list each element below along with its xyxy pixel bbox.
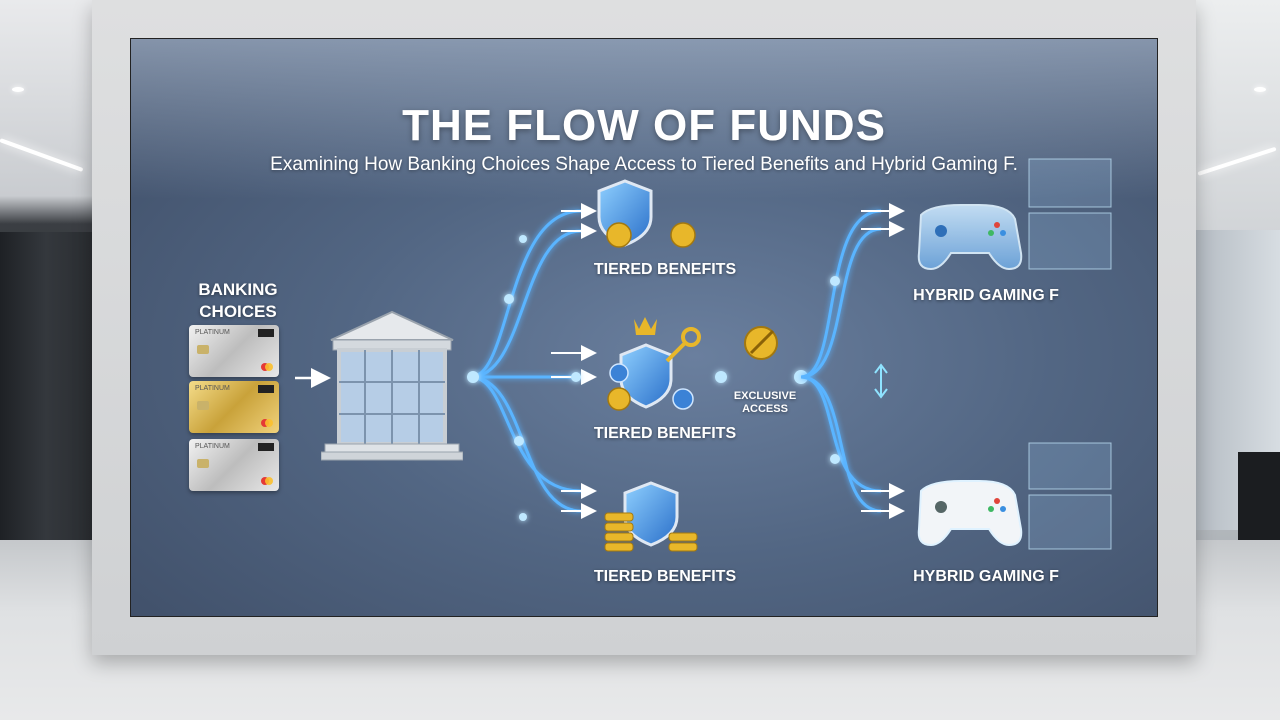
gaming-arrows [861, 203, 905, 519]
tiered-benefits-label: TIERED BENEFITS [593, 568, 737, 585]
card-network-icon [261, 363, 273, 371]
shield-coin-icon [597, 179, 696, 248]
tiered-benefits-label: TIERED BENEFITS [593, 425, 737, 442]
left-doors [0, 232, 92, 552]
chip-icon [197, 345, 209, 354]
hud-panels [1028, 158, 1112, 550]
card-name: PLATINUM [195, 443, 230, 450]
tiered-benefits-label: TIERED BENEFITS [593, 261, 737, 278]
spotlight [1254, 87, 1266, 92]
key-coin-icon [744, 326, 778, 360]
crown-key-shield-icon [607, 317, 701, 411]
bank-flow-lines [470, 209, 586, 513]
hybrid-gaming-label: HYBRID GAMING F [913, 287, 1059, 304]
flow-diagram [295, 158, 1112, 552]
game-controller-icon [917, 204, 1023, 271]
benefit-arrows [551, 203, 597, 519]
diagram-subtitle: Examining How Banking Choices Shape Acce… [270, 154, 1018, 175]
card-network-icon [261, 477, 273, 485]
display-screen: THE FLOW OF FUNDS Examining How Banking … [130, 38, 1158, 617]
credit-card: PLATINUM [189, 381, 279, 433]
card-name: PLATINUM [195, 329, 230, 336]
chip-icon [197, 401, 209, 410]
game-controller-icon [917, 480, 1023, 547]
hybrid-gaming-label: HYBRID GAMING F [913, 568, 1059, 585]
diagram-title: THE FLOW OF FUNDS [402, 101, 886, 150]
card-name: PLATINUM [195, 385, 230, 392]
credit-card: PLATINUM [189, 439, 279, 491]
spotlight [12, 87, 24, 92]
bank-building-icon [321, 310, 463, 461]
credit-card: PLATINUM [189, 325, 279, 377]
reception-desk [1238, 452, 1280, 552]
banking-choices-label: BANKING CHOICES [198, 280, 278, 321]
up-down-arrow-icon [874, 363, 888, 399]
gaming-flow-lines [800, 209, 882, 513]
exclusive-access-label: EXCLUSIVE ACCESS [733, 390, 797, 415]
chip-icon [197, 459, 209, 468]
card-network-icon [261, 419, 273, 427]
flow-nodes [467, 235, 581, 521]
shield-coin-stack-icon [604, 481, 698, 552]
